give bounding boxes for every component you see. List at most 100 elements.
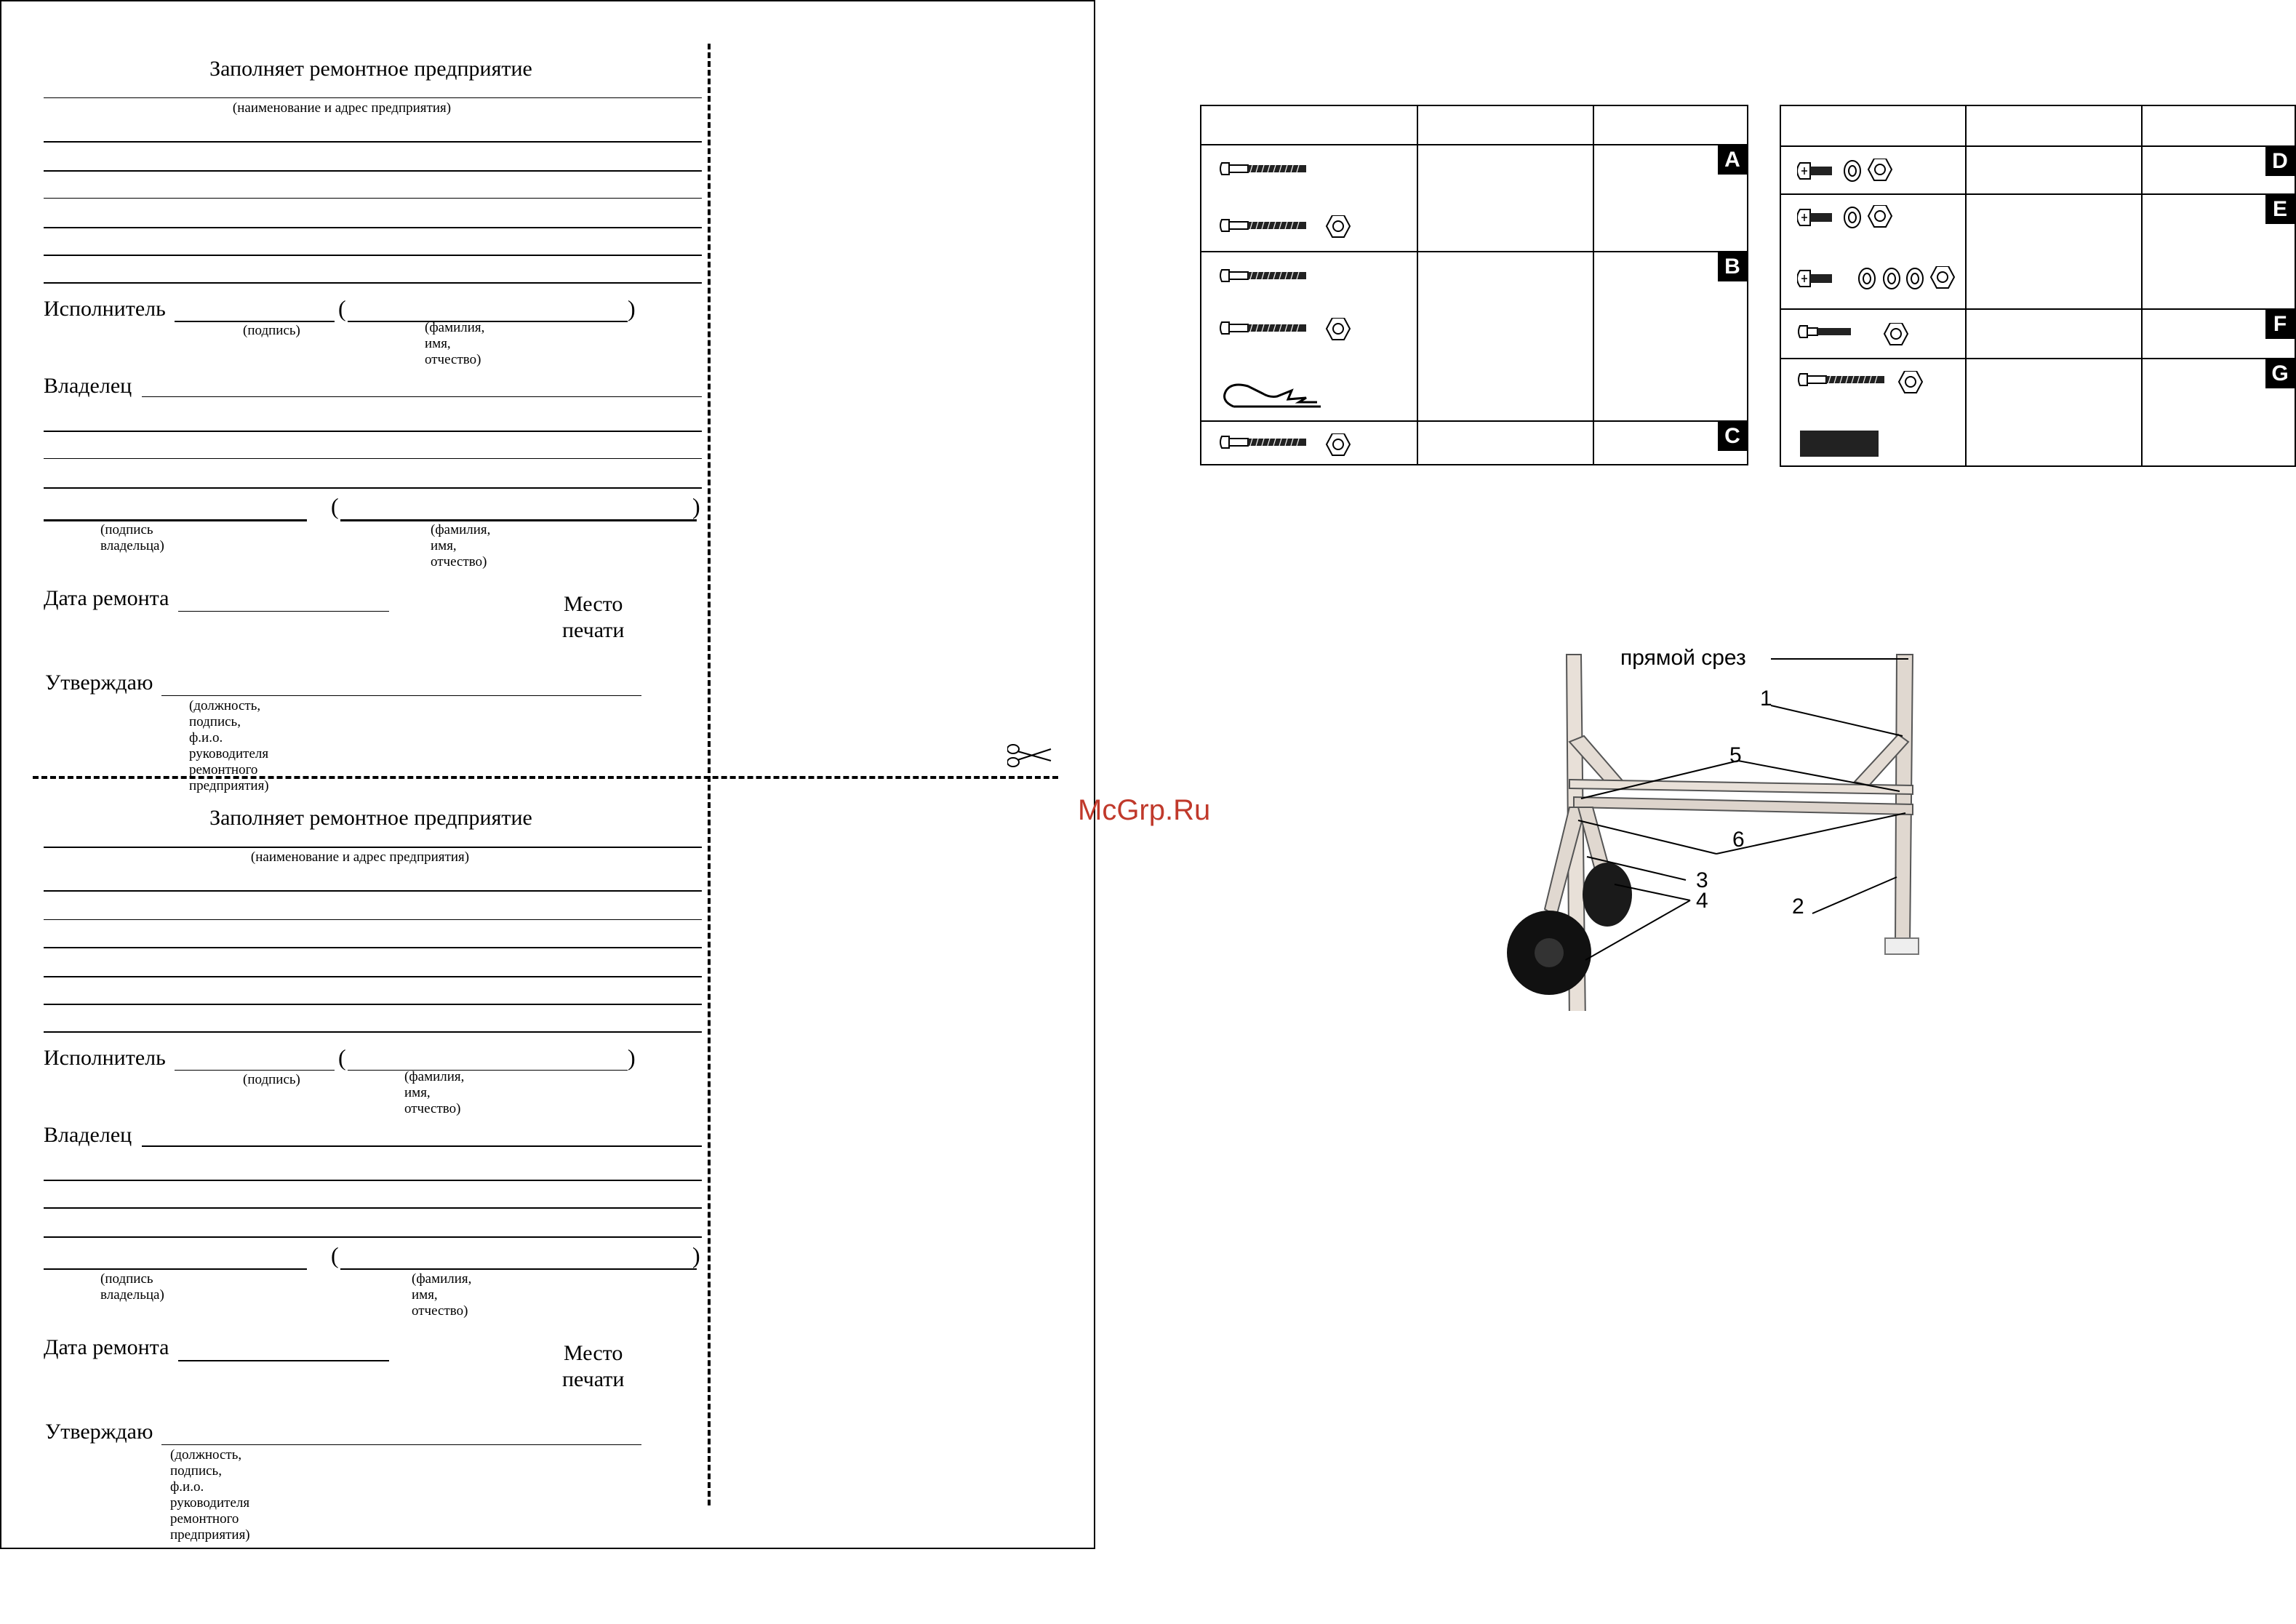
callout-6: 6 xyxy=(1732,828,1745,852)
owner-field-line[interactable] xyxy=(44,1207,702,1209)
owner-field-line[interactable] xyxy=(142,1145,702,1147)
org-field-line[interactable] xyxy=(44,141,702,143)
bolt-icon xyxy=(1220,219,1307,232)
bolt-icon xyxy=(1220,436,1307,449)
caption-owner-signature: (подпись владельца) xyxy=(100,1271,164,1303)
badge-a: A xyxy=(1718,145,1747,175)
nut-icon xyxy=(1326,215,1351,238)
table-row: B xyxy=(1200,251,1748,422)
paren-close: ) xyxy=(628,1044,636,1071)
table-cell: A xyxy=(1593,144,1748,252)
org-field-line[interactable] xyxy=(44,890,702,892)
washer-icon xyxy=(1844,160,1861,182)
caption-org: (наименование и адрес предприятия) xyxy=(250,849,470,865)
table-header-cell xyxy=(1593,105,1748,145)
owner-fio-line[interactable] xyxy=(340,519,697,521)
table-cell xyxy=(1417,144,1594,252)
table-cell: D xyxy=(2140,145,2296,195)
table-header-cell xyxy=(1965,105,2143,147)
paren-open: ( xyxy=(331,1242,339,1268)
table-header-cell xyxy=(2140,105,2296,147)
fastener-table-left: A B C xyxy=(1200,105,1748,465)
owner-field-line[interactable] xyxy=(44,487,702,489)
table-header-cell xyxy=(1200,105,1418,145)
nut-icon xyxy=(1898,371,1923,393)
stand-diagram: прямой срез 1 2 3 4 5 6 xyxy=(1507,646,1919,1011)
stamp-label: Место xyxy=(564,1341,623,1365)
org-field-line[interactable] xyxy=(44,255,702,256)
org-field-line[interactable] xyxy=(44,919,702,920)
table-cell xyxy=(1965,358,2143,467)
screw-icon xyxy=(1797,162,1833,180)
callout-4: 4 xyxy=(1696,889,1708,913)
executor-fio-line[interactable] xyxy=(348,1070,628,1071)
owner-label: Владелец xyxy=(44,374,132,398)
fastener-picture-cell xyxy=(1779,308,1967,359)
org-field-line[interactable] xyxy=(44,198,702,199)
repair-date-line[interactable] xyxy=(178,611,389,612)
owner-signature-line[interactable] xyxy=(44,1268,307,1270)
owner-field-line[interactable] xyxy=(44,1180,702,1181)
approve-line[interactable] xyxy=(161,695,641,696)
washer-icon xyxy=(1858,268,1876,289)
bolt-icon xyxy=(1798,373,1885,386)
org-field-line[interactable] xyxy=(44,1031,702,1033)
table-cell: C xyxy=(1593,420,1748,465)
badge-f: F xyxy=(2265,310,2295,339)
org-field-line[interactable] xyxy=(44,227,702,228)
caption-approve: (должность, подпись, ф.и.о. руководителя… xyxy=(189,698,269,793)
executor-fio-line[interactable] xyxy=(348,321,628,322)
caption-org: (наименование и адрес предприятия) xyxy=(232,100,452,116)
washer-icon xyxy=(1844,207,1861,228)
fastener-table-right: D E F xyxy=(1779,105,2296,467)
caption-fio: (фамилия, имя, отчество) xyxy=(431,522,491,569)
callout-2: 2 xyxy=(1792,895,1804,919)
owner-signature-line[interactable] xyxy=(44,519,307,521)
executor-signature-line[interactable] xyxy=(175,1070,335,1071)
table-cell: E xyxy=(2140,193,2296,310)
table-cell xyxy=(1965,145,2143,195)
org-field-line[interactable] xyxy=(44,282,702,284)
scissors-icon xyxy=(1007,744,1052,767)
caption-owner-signature: (подпись владельца) xyxy=(100,522,164,553)
table-cell xyxy=(1417,420,1594,465)
nut-icon xyxy=(1868,205,1892,228)
owner-field-line[interactable] xyxy=(44,458,702,459)
repair-date-label: Дата ремонта xyxy=(44,1335,169,1359)
repair-date-line[interactable] xyxy=(178,1360,389,1361)
callout-3: 3 xyxy=(1696,868,1708,892)
repair-date-label: Дата ремонта xyxy=(44,586,169,610)
owner-field-line[interactable] xyxy=(44,431,702,432)
nut-icon xyxy=(1930,266,1955,289)
owner-fio-line[interactable] xyxy=(340,1268,697,1270)
org-field-line[interactable] xyxy=(44,170,702,172)
owner-field-line[interactable] xyxy=(44,1236,702,1238)
table-cell: G xyxy=(2140,358,2296,467)
org-field-line[interactable] xyxy=(44,947,702,948)
foot-plate xyxy=(1884,937,1919,955)
table-row: C xyxy=(1200,420,1748,465)
wheel-hub xyxy=(1535,938,1564,967)
org-field-line[interactable] xyxy=(44,1004,702,1005)
paren-open: ( xyxy=(338,295,346,321)
fastener-picture-cell xyxy=(1779,358,1967,467)
table-row: E xyxy=(1779,193,2296,310)
screw-icon xyxy=(1797,209,1833,226)
fastener-picture-cell xyxy=(1200,144,1418,252)
owner-field-line[interactable] xyxy=(142,396,702,397)
warranty-sheet xyxy=(0,0,1095,1549)
badge-d: D xyxy=(2265,147,2295,176)
approve-label: Утверждаю xyxy=(45,671,153,695)
form-title: Заполняет ремонтное предприятие xyxy=(209,57,532,81)
table-header-cell xyxy=(1779,105,1967,147)
nut-icon xyxy=(1326,433,1351,456)
vertical-cut-line xyxy=(708,44,711,1505)
org-field-line[interactable] xyxy=(44,976,702,977)
form-title: Заполняет ремонтное предприятие xyxy=(209,806,532,830)
caption-fio: (фамилия, имя, отчество) xyxy=(412,1271,472,1319)
org-line xyxy=(44,847,702,848)
horizontal-cut-line xyxy=(33,776,1058,779)
approve-line[interactable] xyxy=(161,1444,641,1445)
executor-signature-line[interactable] xyxy=(175,321,335,322)
badge-b: B xyxy=(1718,252,1747,281)
